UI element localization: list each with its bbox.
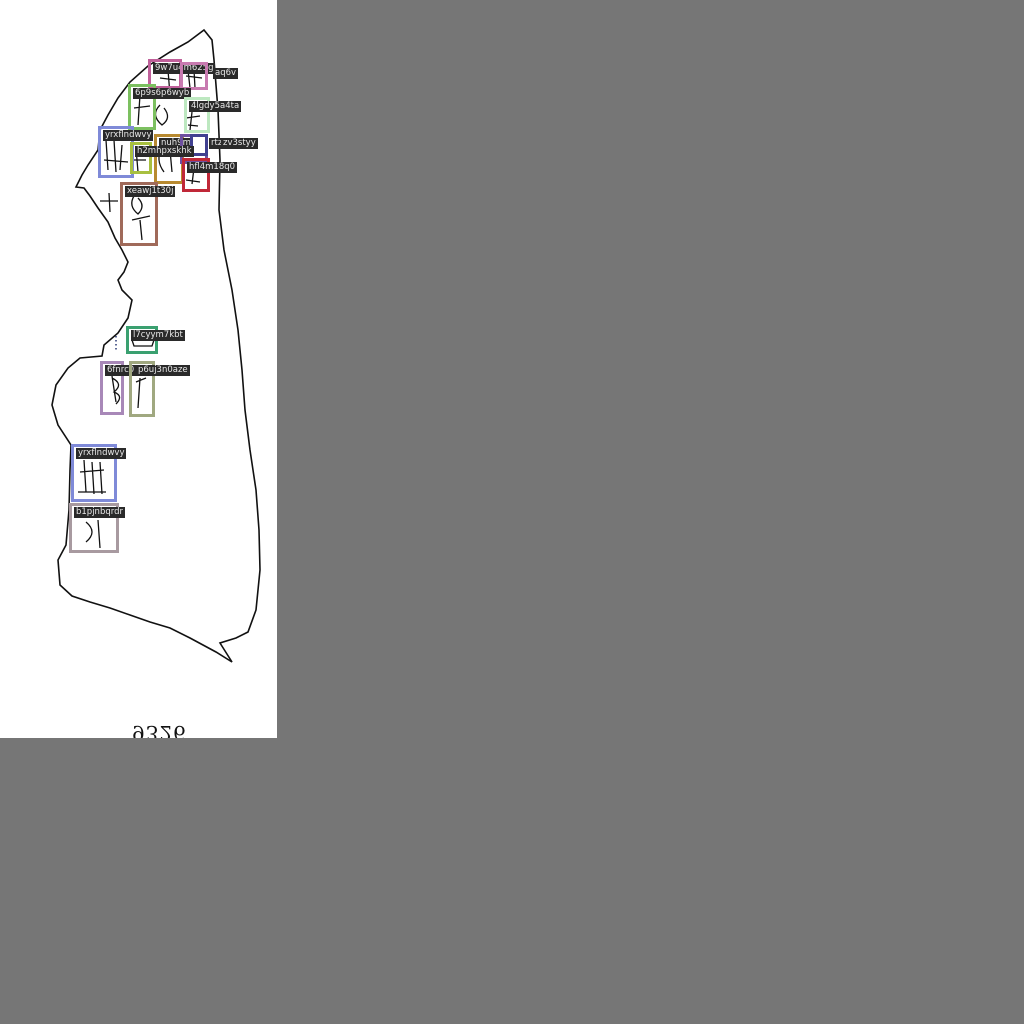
annotation-box[interactable]: hfl4m18q0 [182, 158, 210, 192]
annotation-box[interactable]: b1pjnbqrdr [69, 503, 119, 553]
tablet-number-caption: 9326 [132, 723, 187, 738]
annotation-box[interactable]: h2mhpxskhk [130, 142, 152, 174]
annotation-box[interactable]: l7cyym7kbt [126, 326, 158, 354]
annotation-box[interactable]: p6uj3n0aze [129, 361, 155, 417]
annotation-label: h2mhpxskhk [135, 146, 194, 157]
annotation-box[interactable]: 6p9s6p6wyb [128, 84, 156, 130]
annotation-label: yrxflndwvy [103, 130, 153, 141]
annotation-label: yrxflndwvy [76, 448, 126, 459]
annotation-label: b1pjnbqrdr [74, 507, 125, 518]
annotation-label: 6p9s6p6wyb [133, 88, 191, 99]
annotation-box[interactable]: yrxflndwvy [71, 444, 117, 502]
annotation-box[interactable]: 4lgdy5a4ta [184, 97, 210, 133]
annotation-box[interactable]: yrxflndwvy [98, 126, 134, 178]
tablet-mark [100, 193, 118, 212]
annotation-label: xeawj1t30j [125, 186, 175, 197]
annotation-box[interactable]: aq6v [180, 62, 208, 90]
annotation-label: aq6v [213, 68, 238, 79]
annotation-box[interactable]: 6fnrc0 [100, 361, 124, 415]
annotation-label: l7cyym7kbt [131, 330, 185, 341]
annotation-box[interactable]: xeawj1t30j [120, 182, 158, 246]
annotation-label: p6uj3n0aze [136, 365, 190, 376]
annotation-label: hfl4m18q0 [187, 162, 237, 173]
annotation-label: 4lgdy5a4ta [189, 101, 241, 112]
annotation-label: zv3styy [221, 138, 258, 149]
tablet-image-panel: 9w7u4m625gaq6v6p9s6p6wyb4lgdy5a4tayrxfln… [0, 0, 277, 738]
